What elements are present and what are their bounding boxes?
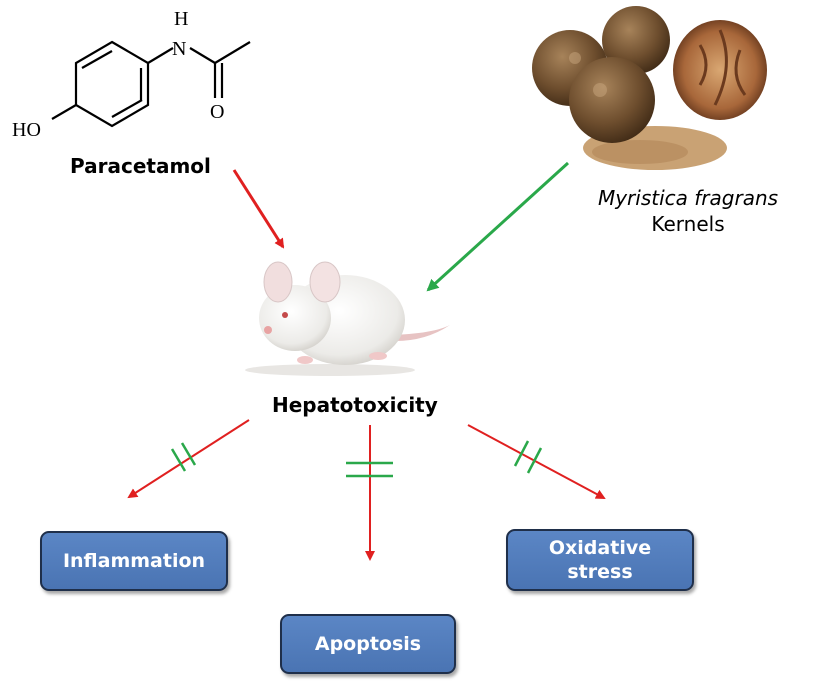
paracetamol-label: Paracetamol (70, 154, 211, 178)
apoptosis-inhibition-mark (346, 461, 393, 478)
inflammation-label: Inflammation (62, 550, 206, 572)
myristica-name: Myristica fragrans (597, 186, 779, 210)
oxygen-atom-label: O (210, 101, 224, 123)
oxidative-stress-arrow (467, 424, 606, 499)
paracetamol-structure (51, 40, 251, 128)
nutmeg-kernels-image (532, 6, 767, 170)
inflammation-box: Inflammation (40, 531, 228, 591)
myristica-label: Myristica fragrans Kernels (588, 185, 788, 237)
nitrogen-atom-label: N (172, 38, 186, 60)
stress-label: stress (567, 561, 633, 583)
myristica-arrow (426, 161, 570, 292)
inflammation-inhibition-mark (170, 442, 197, 472)
hydrogen-atom-label: H (174, 8, 188, 30)
apoptosis-box: Apoptosis (280, 614, 456, 674)
paracetamol-arrow (232, 169, 285, 249)
hepatotoxicity-label: Hepatotoxicity (272, 393, 438, 417)
oxidative-inhibition-mark (513, 440, 543, 474)
kernels-label: Kernels (651, 212, 725, 236)
oxidative-stress-box: Oxidative stress (506, 529, 694, 591)
mouse-image (245, 261, 450, 376)
apoptosis-label: Apoptosis (314, 633, 422, 655)
oxidative-label: Oxidative (548, 537, 652, 559)
inflammation-arrow (127, 419, 250, 499)
hydroxyl-atom-label: HO (12, 119, 41, 141)
